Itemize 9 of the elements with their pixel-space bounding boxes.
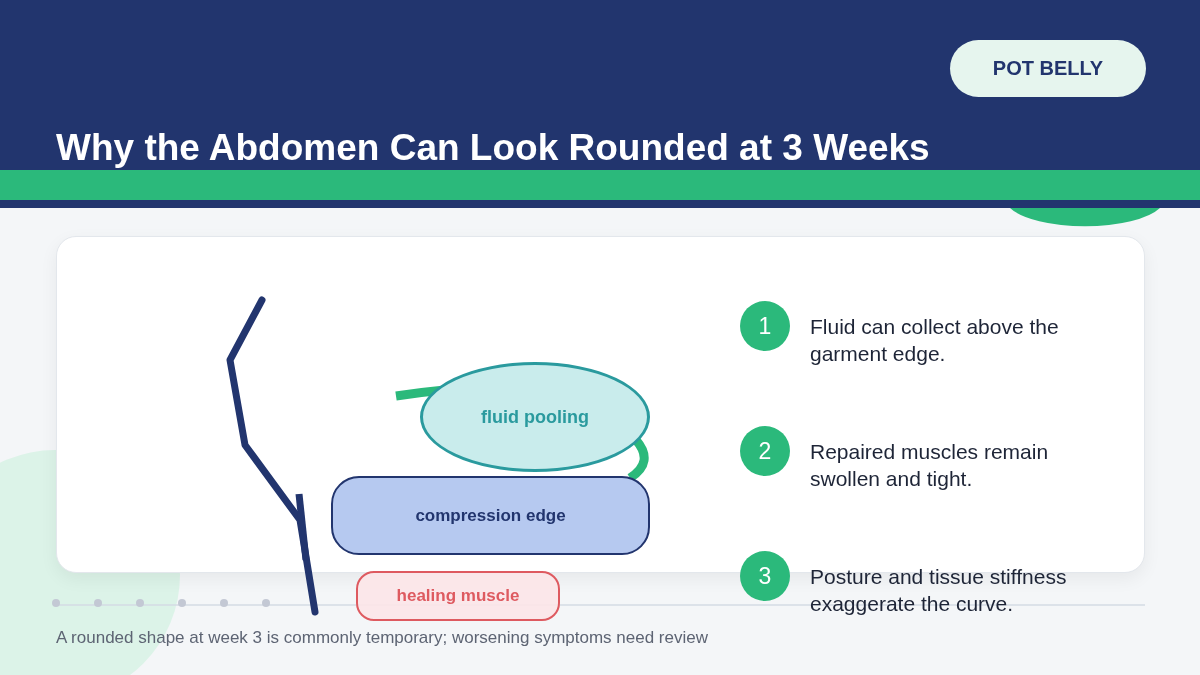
number-circle: 3 xyxy=(740,551,790,601)
step-text: Fluid can collect above the garment edge. xyxy=(810,314,1060,367)
compression-block: compression edge xyxy=(331,476,650,555)
caption: A rounded shape at week 3 is commonly temporary; worsening symptoms need review xyxy=(56,628,708,648)
step-text: Posture and tissue stiffness exaggerate the curve. xyxy=(810,564,1068,617)
step-text: Repaired muscles remain swollen and tight. xyxy=(810,439,1050,492)
badge: POT BELLY xyxy=(950,40,1146,97)
muscle-block: healing muscle xyxy=(356,571,560,621)
title: Why the Abdomen Can Look Rounded at 3 Weeks xyxy=(56,126,930,170)
